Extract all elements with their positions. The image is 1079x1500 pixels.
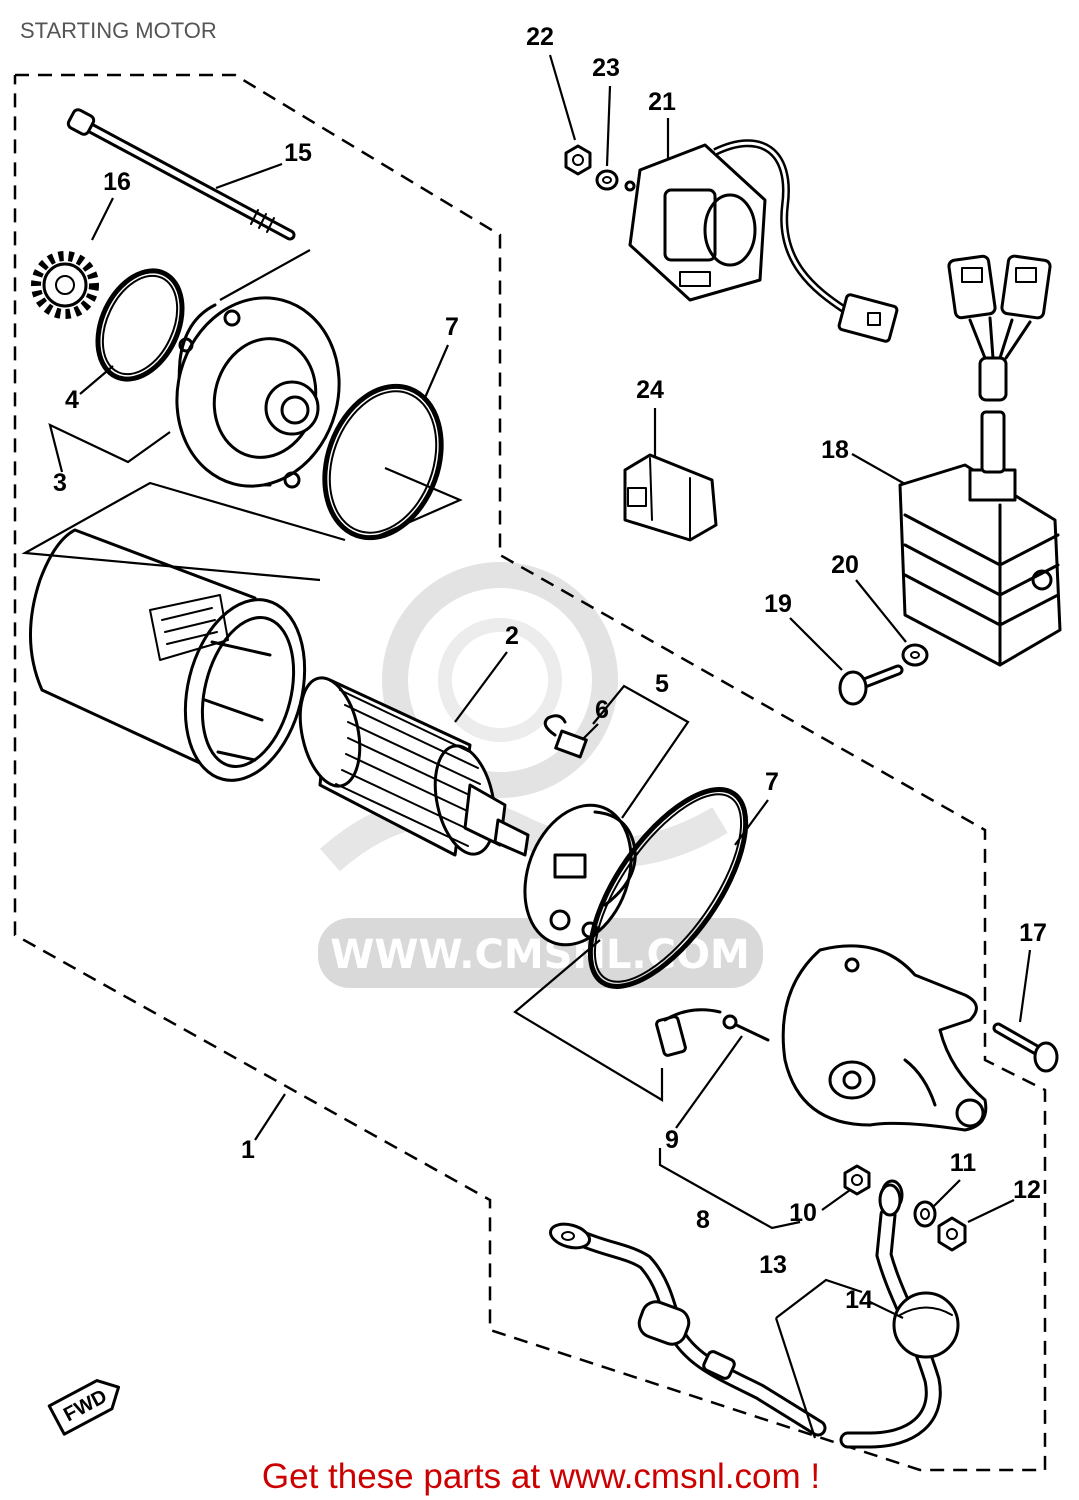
armature	[298, 676, 530, 857]
callout-20: 20	[831, 551, 859, 579]
front-cover	[175, 296, 341, 489]
callout-7-upper: 7	[445, 313, 459, 341]
callout-2: 2	[505, 622, 519, 650]
relay-unit	[623, 453, 718, 542]
brush-set	[655, 1008, 770, 1057]
assembly-boundary	[13, 73, 1047, 1472]
through-bolt	[66, 108, 296, 241]
callout-5: 5	[655, 670, 669, 698]
callout-23: 23	[592, 54, 620, 82]
callout-10: 10	[789, 1199, 817, 1227]
o-ring-upper	[322, 383, 444, 541]
relay-nut	[564, 144, 592, 176]
callout-8: 8	[696, 1206, 710, 1234]
callout-7-lower: 7	[765, 768, 779, 796]
hex-nut	[937, 1216, 967, 1252]
callout-4: 4	[65, 386, 79, 414]
cover-bolt	[992, 1022, 1059, 1073]
callout-14: 14	[845, 1286, 873, 1314]
callout-11: 11	[950, 1149, 977, 1177]
fwd-arrow-icon: FWD	[47, 1379, 121, 1436]
rear-cover	[781, 944, 988, 1132]
callout-18: 18	[821, 436, 849, 464]
callout-9: 9	[665, 1126, 679, 1154]
yoke-housing	[28, 528, 307, 782]
terminal-lead-wire	[839, 1183, 960, 1449]
starter-relay	[628, 139, 899, 343]
leader-lines	[21, 54, 1032, 1439]
callout-labels: 22 23 21 15 16 7 4 3 24 18 20 19 2 5 6 7…	[53, 23, 1047, 1314]
callout-24: 24	[636, 376, 664, 404]
pinion-gear	[31, 251, 99, 319]
callout-15: 15	[284, 139, 312, 167]
o-ring-lower	[587, 787, 749, 989]
starter-lead-wire	[548, 1222, 827, 1437]
callout-19: 19	[764, 590, 792, 618]
callout-1: 1	[241, 1136, 255, 1164]
callout-22: 22	[526, 23, 554, 51]
callout-6: 6	[595, 696, 609, 724]
spring-washer	[913, 1200, 937, 1228]
rectifier-bolt	[838, 664, 904, 706]
rectifier-regulator	[898, 254, 1062, 667]
callout-21: 21	[648, 88, 676, 116]
page-title: STARTING MOTOR	[20, 18, 217, 43]
callout-17: 17	[1019, 919, 1047, 947]
callout-3: 3	[53, 469, 67, 497]
brush	[543, 714, 588, 759]
callout-16: 16	[103, 168, 131, 196]
callout-13: 13	[759, 1251, 787, 1279]
callout-12: 12	[1013, 1176, 1041, 1204]
watermark-text: WWW.CMSNL.COM	[330, 932, 750, 978]
footer-link-text: Get these parts at www.cmsnl.com !	[262, 1457, 820, 1496]
relay-washer	[595, 169, 636, 192]
terminal-nut	[843, 1164, 871, 1196]
o-ring-small	[95, 268, 185, 382]
rectifier-washer	[901, 643, 929, 667]
